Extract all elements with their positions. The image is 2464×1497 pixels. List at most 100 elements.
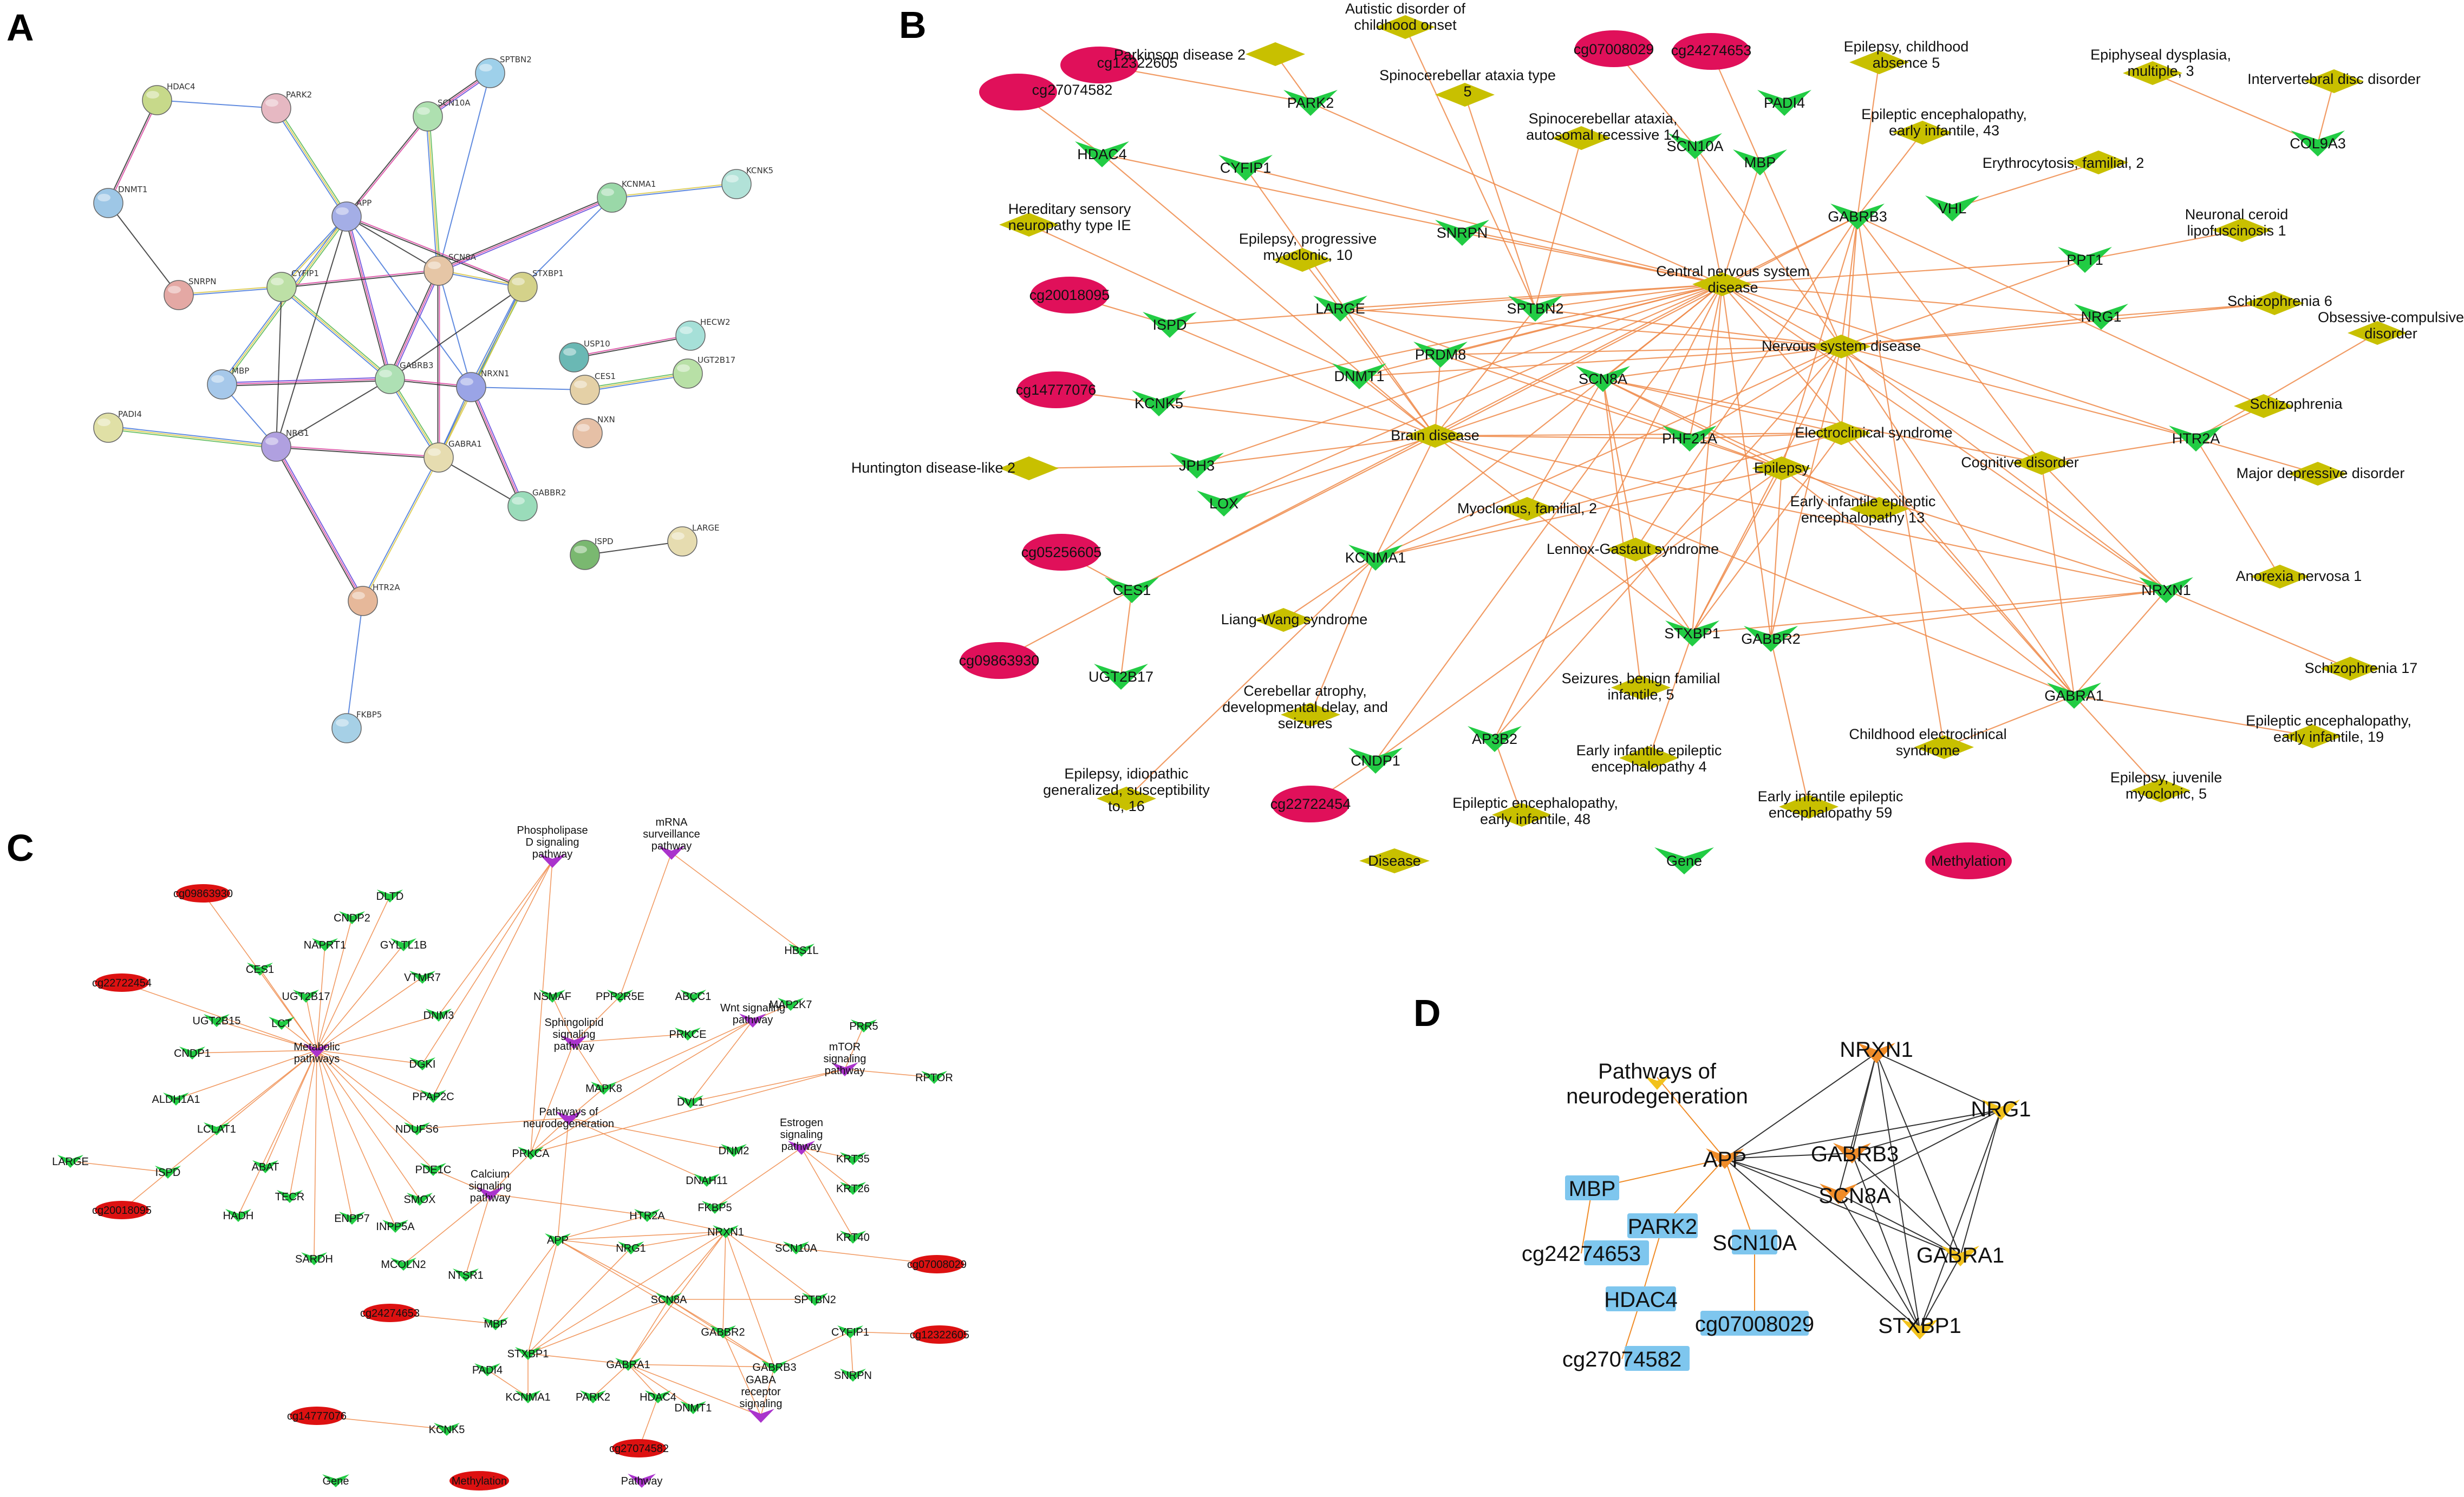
node-b-m6[interactable]: cg14777076 xyxy=(1016,371,1097,408)
node-c-fkbp5[interactable]: FKBP5 xyxy=(698,1201,732,1214)
node-b-large[interactable]: LARGE xyxy=(1313,296,1367,322)
node-c-kcnk5[interactable]: KCNK5 xyxy=(429,1423,465,1436)
node-b-ispd[interactable]: ISPD xyxy=(1143,312,1197,338)
node-c-dvl1[interactable]: DVL1 xyxy=(677,1095,704,1108)
node-a-usp10[interactable]: USP10 xyxy=(559,339,610,372)
node-a-padi4[interactable]: PADI4 xyxy=(93,409,142,443)
node-c-large[interactable]: LARGE xyxy=(52,1155,89,1168)
node-c-vtmr7[interactable]: VTMR7 xyxy=(404,971,441,984)
node-c-ispd[interactable]: ISPD xyxy=(155,1166,181,1179)
node-c-abat[interactable]: ABAT xyxy=(252,1160,279,1173)
node-c-gabbr2[interactable]: GABBR2 xyxy=(701,1325,745,1338)
node-b-scn8a[interactable]: SCN8A xyxy=(1576,366,1630,392)
node-c-pde1c[interactable]: PDE1C xyxy=(415,1163,452,1176)
node-b-d-anorexia[interactable]: Anorexia nervosa 1 xyxy=(2236,565,2362,589)
node-b-d-epiphyseal[interactable]: Epiphyseal dysplasia,multiple, 3 xyxy=(2090,47,2231,85)
node-b-d-electro[interactable]: Electroclinical syndrome xyxy=(1795,421,1953,445)
node-d-cg27074582[interactable]: cg27074582 xyxy=(1562,1346,1690,1371)
node-b-dnmt1[interactable]: DNMT1 xyxy=(1332,363,1386,389)
node-b-d-epilepsy[interactable]: Epilepsy xyxy=(1752,456,1811,480)
node-b-d-huntington[interactable]: Huntington disease-like 2 xyxy=(851,456,1059,480)
node-b-mbp[interactable]: MBP xyxy=(1733,149,1787,175)
node-b-scn10a[interactable]: SCN10A xyxy=(1666,133,1724,159)
node-d-park2[interactable]: PARK2 xyxy=(1627,1213,1698,1239)
node-b-d-parkinson[interactable]: Parkinson disease 2 xyxy=(1114,42,1305,66)
node-b-prdm8[interactable]: PRDM8 xyxy=(1413,342,1468,368)
node-b-d-ee48[interactable]: Epileptic encephalopathy,early infantile… xyxy=(1452,795,1618,827)
node-b-m3[interactable]: cg07008029 xyxy=(1574,30,1654,67)
node-c-abcc1[interactable]: ABCC1 xyxy=(675,990,712,1003)
node-a-snrpn[interactable]: SNRPN xyxy=(164,277,216,310)
node-c-hdac4[interactable]: HDAC4 xyxy=(640,1390,676,1403)
node-a-kcnk5[interactable]: KCNK5 xyxy=(721,166,773,199)
node-a-stxbp1[interactable]: STXBP1 xyxy=(507,269,564,302)
node-d-scn10a[interactable]: SCN10A xyxy=(1712,1230,1797,1255)
node-a-nrg1[interactable]: NRG1 xyxy=(261,428,309,462)
node-c-mc5[interactable]: cg24274653 xyxy=(360,1304,420,1322)
node-a-park2[interactable]: PARK2 xyxy=(261,90,312,123)
node-a-gabra1[interactable]: GABRA1 xyxy=(423,439,482,473)
node-b-hdac4[interactable]: HDAC4 xyxy=(1075,141,1129,167)
node-b-m7[interactable]: cg05256605 xyxy=(1021,534,1102,571)
node-c-mc6[interactable]: cg12322605 xyxy=(910,1325,969,1344)
node-d-nrg1[interactable]: NRG1 xyxy=(1971,1097,2031,1121)
node-c-mapk8[interactable]: MAPK8 xyxy=(585,1082,622,1095)
node-c-dnmt1[interactable]: DNMT1 xyxy=(675,1401,712,1414)
node-a-nxn[interactable]: NXN xyxy=(572,415,615,448)
node-b-vhl[interactable]: VHL xyxy=(1925,195,1979,221)
node-b-gabrb3[interactable]: GABRB3 xyxy=(1828,204,1887,230)
node-b-kcnma1[interactable]: KCNMA1 xyxy=(1345,545,1406,571)
node-a-gabrb3[interactable]: GABRB3 xyxy=(375,361,433,394)
node-d-nrxn1[interactable]: NRXN1 xyxy=(1840,1038,1913,1063)
node-c-ppp2r5e[interactable]: PPP2R5E xyxy=(596,990,644,1003)
node-c-enpp7[interactable]: ENPP7 xyxy=(334,1212,370,1225)
node-c-ndufs6[interactable]: NDUFS6 xyxy=(395,1122,439,1135)
node-c-mc4[interactable]: cg07008029 xyxy=(907,1255,967,1273)
node-a-ispd[interactable]: ISPD xyxy=(570,537,614,570)
node-a-app[interactable]: APP xyxy=(331,198,371,232)
node-c-gabra1[interactable]: GABRA1 xyxy=(606,1358,650,1371)
node-c-dnm2[interactable]: DNM2 xyxy=(719,1144,749,1157)
node-b-padi4[interactable]: PADI4 xyxy=(1757,90,1811,116)
node-c-ppap2c[interactable]: PPAP2C xyxy=(412,1090,454,1103)
node-c-snrpn[interactable]: SNRPN xyxy=(834,1369,872,1382)
node-c-stxbp1[interactable]: STXBP1 xyxy=(507,1347,549,1360)
node-c-kcnma1[interactable]: KCNMA1 xyxy=(505,1390,551,1403)
node-d-cg24274653[interactable]: cg24274653 xyxy=(1522,1240,1649,1266)
node-b-stxbp1[interactable]: STXBP1 xyxy=(1664,620,1720,646)
node-d-gabra1[interactable]: GABRA1 xyxy=(1917,1244,2004,1267)
node-a-fkbp5[interactable]: FKBP5 xyxy=(331,710,382,743)
node-c-mcoln2[interactable]: MCOLN2 xyxy=(381,1258,426,1271)
node-a-mbp[interactable]: MBP xyxy=(207,366,249,400)
node-c-scn8a[interactable]: SCN8A xyxy=(651,1293,687,1306)
node-c-hadh[interactable]: HADH xyxy=(223,1209,254,1222)
node-c-hbs1l[interactable]: HBS1L xyxy=(784,944,819,957)
node-c-cndp1[interactable]: CNDP1 xyxy=(174,1047,211,1060)
node-c-smox[interactable]: SMOX xyxy=(404,1193,436,1206)
node-b-d-myoclonus[interactable]: Myoclonus, familial, 2 xyxy=(1457,497,1597,521)
node-c-dltd[interactable]: DLTD xyxy=(376,890,404,903)
node-a-sptbn2[interactable]: SPTBN2 xyxy=(475,55,532,88)
node-c-lclat1[interactable]: LCLAT1 xyxy=(197,1122,236,1135)
node-b-d-brain[interactable]: Brain disease xyxy=(1391,424,1479,448)
node-b-d-erythro[interactable]: Erythrocytosis, familial, 2 xyxy=(1983,151,2144,174)
node-b-d-schizo6[interactable]: Schizophrenia 6 xyxy=(2227,291,2332,315)
node-c-rptor[interactable]: RPTOR xyxy=(915,1071,953,1084)
node-c-ntsr1[interactable]: NTSR1 xyxy=(448,1269,484,1282)
node-c-mc8[interactable]: cg27074582 xyxy=(609,1439,669,1457)
node-c-prkca[interactable]: PRKCA xyxy=(512,1147,550,1160)
node-c-dnah11[interactable]: DNAH11 xyxy=(686,1174,728,1187)
node-d-cg07008029[interactable]: cg07008029 xyxy=(1695,1311,1814,1336)
node-b-lox[interactable]: LOX xyxy=(1197,491,1251,517)
